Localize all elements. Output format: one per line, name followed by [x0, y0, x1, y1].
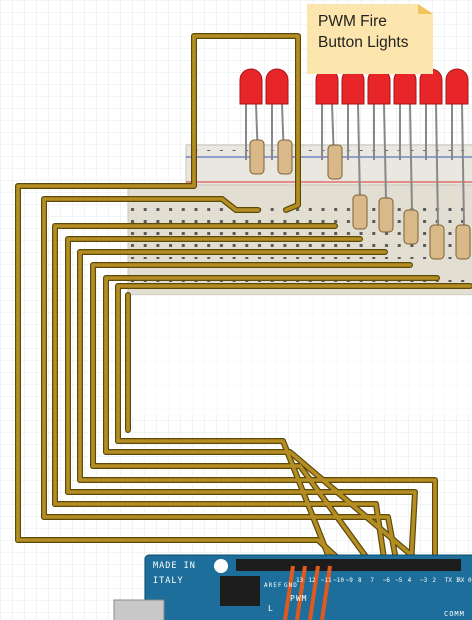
pin-label: RX 0 — [457, 577, 472, 584]
note-title-line1: PWM Fire — [318, 13, 387, 30]
comm-label: COMM — [444, 610, 465, 618]
note-card — [307, 4, 433, 74]
pin-label: 2 — [432, 577, 437, 584]
led-array — [239, 68, 471, 260]
pin-label: ~3 — [420, 577, 428, 584]
note-fold — [418, 4, 433, 14]
pin-label: ~9 — [345, 577, 353, 584]
note-title-line2: Button Lights — [318, 34, 409, 51]
board-brand-line2: ITALY — [153, 576, 184, 586]
pin-label: ~11 — [320, 577, 332, 584]
pin-label: TX 1 — [444, 577, 460, 584]
pin-label-gnd: GND — [284, 582, 298, 589]
pwm-label: PWM — [290, 594, 308, 603]
pin-label: 12 — [308, 577, 316, 584]
led-1 — [239, 68, 265, 175]
note-text: PWM Fire Button Lights — [318, 11, 428, 53]
pin-label: 7 — [370, 577, 375, 584]
arduino-board — [113, 554, 472, 620]
led-2 — [265, 68, 293, 175]
led-8 — [445, 68, 471, 260]
pin-label: 4 — [407, 577, 412, 584]
pin-label: ~10 — [333, 577, 345, 584]
led-4 — [341, 68, 368, 230]
pin-label: ~6 — [382, 577, 391, 584]
led-7 — [419, 68, 445, 260]
pin-label: ~5 — [395, 577, 403, 584]
wires — [15, 33, 472, 568]
pin-label-aref: AREF — [264, 582, 283, 589]
led-l-label: L — [268, 604, 274, 613]
led-3 — [315, 68, 343, 180]
mounting-hole — [214, 559, 228, 573]
pin-label: 13 — [296, 577, 304, 584]
led-6 — [393, 68, 419, 245]
pin-label: 8 — [358, 577, 362, 584]
board-brand-line1: MADE IN — [153, 561, 196, 571]
